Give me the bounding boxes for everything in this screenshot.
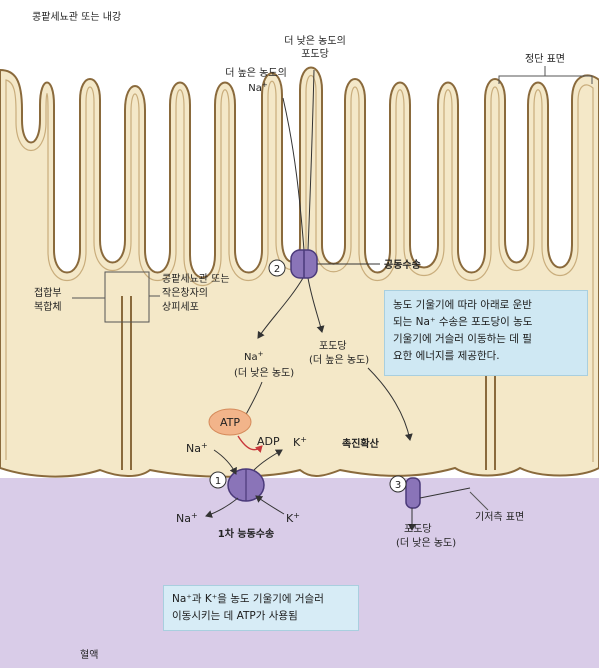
svg-text:2: 2 bbox=[274, 264, 280, 275]
basolateral-surface-label: 기저측 표면 bbox=[475, 511, 524, 523]
blood-label: 혈액 bbox=[80, 648, 98, 661]
lumen-label: 콩팥세뇨관 또는 내강 bbox=[32, 11, 121, 23]
k-pump-in-label: K+ bbox=[286, 511, 300, 525]
epithelium-label-2: 작은창자의 bbox=[162, 287, 208, 299]
blood-region bbox=[0, 478, 599, 668]
cotransport-label: 공동수송 bbox=[384, 259, 421, 271]
callout-line: 이동시키는 데 ATP가 사용됨 bbox=[172, 610, 298, 622]
na-pump-out-label: Na+ bbox=[176, 511, 198, 525]
lateral-gap-right bbox=[487, 296, 494, 468]
junction-label: 접합부 bbox=[34, 287, 62, 299]
atp-usage-callout: Na⁺과 K⁺을 농도 기울기에 거슬러 이동시키는 데 ATP가 사용됨 bbox=[163, 585, 359, 631]
na-high-label: 더 높은 농도의 bbox=[225, 67, 287, 79]
na-out-arrow bbox=[205, 497, 239, 518]
glucose-pathway-down bbox=[307, 277, 325, 333]
glucose-mid-label: 포도당 bbox=[319, 340, 347, 352]
k-out-arrow bbox=[253, 449, 283, 471]
glucose-high-label-2: 포도당 bbox=[301, 48, 329, 60]
svg-text:1: 1 bbox=[215, 476, 221, 487]
marker-3: 3 bbox=[389, 475, 407, 493]
callout-line: 요한 에너지를 제공한다. bbox=[393, 350, 500, 362]
atp-bubble bbox=[208, 408, 252, 436]
na-pathway-top bbox=[282, 97, 305, 251]
sodium-potassium-pump bbox=[227, 468, 265, 502]
callout-line: 농도 기울기에 따라 아래로 운반 bbox=[393, 299, 532, 311]
glucose-mid-label-2: (더 높은 농도) bbox=[309, 354, 369, 366]
callout-line: 기울기에 거슬러 이동하는 데 필 bbox=[393, 333, 532, 345]
lateral-boundary-left bbox=[121, 296, 132, 470]
junction-label-2: 복합체 bbox=[34, 301, 62, 313]
glucose-high-label: 더 낮은 농도의 bbox=[284, 35, 346, 47]
glucose-uniporter bbox=[405, 477, 471, 509]
atp-label: ATP bbox=[220, 416, 240, 429]
callout-line: Na⁺과 K⁺을 농도 기울기에 거슬러 bbox=[172, 593, 324, 605]
na-low-label-2: (더 낮은 농도) bbox=[234, 367, 294, 379]
gradient-energy-callout: 농도 기울기에 따라 아래로 운반 되는 Na⁺ 수송은 포도당이 농도 기울기… bbox=[384, 290, 588, 376]
epithelium-label: 콩팥세뇨관 또는 bbox=[162, 273, 230, 285]
glucose-low-label: 포도당 bbox=[404, 523, 432, 535]
adp-label: ADP bbox=[257, 435, 280, 448]
glucose-low-label-2: (더 낮은 농도) bbox=[396, 537, 456, 549]
facilitated-diffusion-label: 촉진확산 bbox=[342, 437, 380, 450]
lateral-gap-left bbox=[123, 296, 130, 468]
glucose-to-uniporter bbox=[367, 367, 413, 441]
cotransporter-protein bbox=[290, 249, 380, 279]
na-high-label-2: Na+ bbox=[248, 81, 268, 94]
na-into-pump-arrow bbox=[213, 449, 237, 475]
na-pump-in-label: Na+ bbox=[186, 441, 208, 455]
na-low-label: Na+ bbox=[244, 350, 264, 363]
epithelium-label-3: 상피세포 bbox=[162, 301, 199, 313]
k-in-arrow bbox=[255, 495, 285, 515]
glucose-pathway-top bbox=[307, 69, 315, 251]
marker-2: 2 bbox=[268, 259, 286, 277]
marker-1: 1 bbox=[209, 471, 227, 489]
atp-to-adp-arrow bbox=[237, 435, 263, 454]
apical-surface-label: 정단 표면 bbox=[525, 53, 565, 65]
callout-line: 되는 Na⁺ 수송은 포도당이 농도 bbox=[393, 316, 533, 328]
svg-text:3: 3 bbox=[395, 480, 401, 491]
junction-box bbox=[104, 271, 150, 323]
primary-active-transport-label: 1차 능동수송 bbox=[218, 527, 274, 540]
k-pump-out-label: K+ bbox=[293, 435, 307, 449]
na-pathway-down bbox=[257, 277, 304, 339]
